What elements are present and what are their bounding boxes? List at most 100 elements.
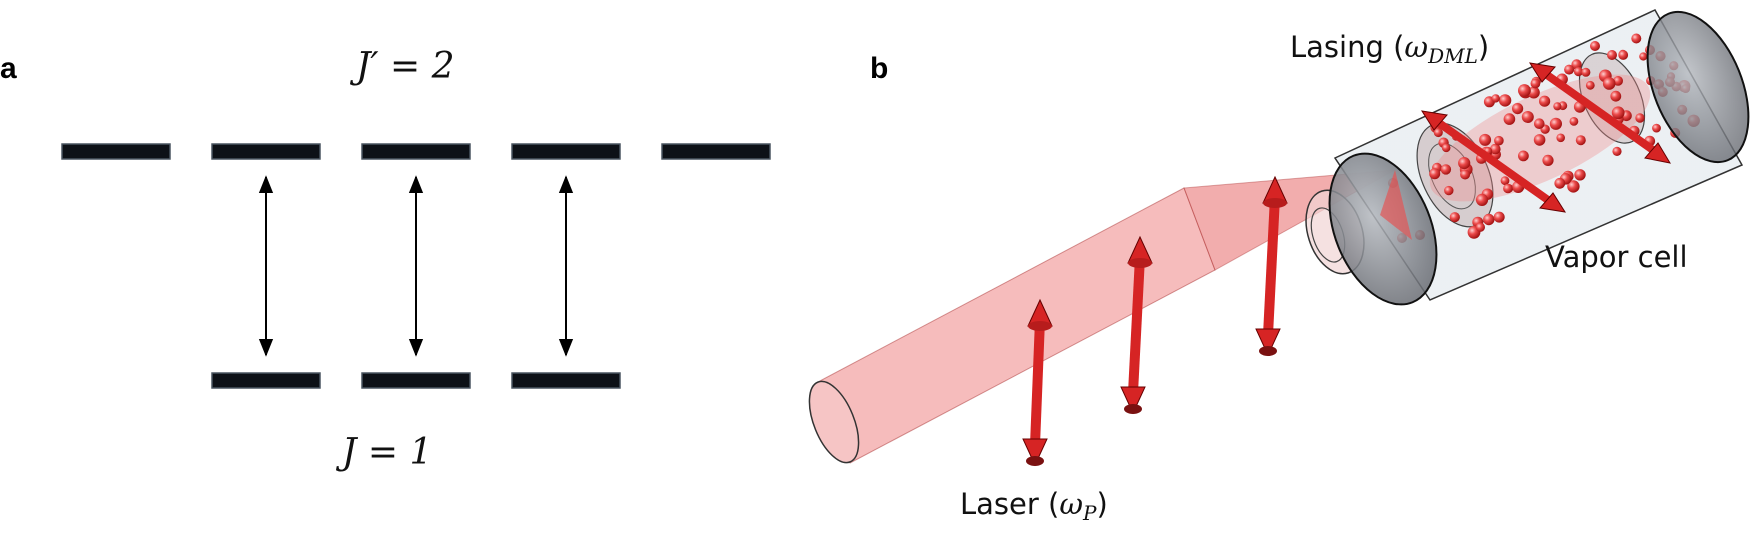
polarization-arrow-tail xyxy=(1120,386,1146,415)
atom-sphere-icon xyxy=(1574,169,1586,181)
polarization-arrow-head-base xyxy=(1128,258,1152,268)
atom-sphere-icon xyxy=(1553,102,1562,111)
atom-sphere-icon xyxy=(1573,67,1584,77)
atom-sphere-icon xyxy=(1475,222,1485,232)
pump-beam-end-cap xyxy=(808,380,860,464)
atom-sphere-icon xyxy=(1494,135,1504,146)
atom-sphere-icon xyxy=(1493,211,1505,223)
upper-level-label: J′ = 2 xyxy=(356,46,455,87)
polarization-arrow-icon xyxy=(1120,235,1153,415)
atom-sphere-icon xyxy=(1618,50,1629,60)
atom-sphere-icon xyxy=(1521,111,1534,123)
atom-sphere-icon xyxy=(1556,133,1565,143)
pump-cone-inside xyxy=(1380,170,1412,240)
atom-sphere-icon xyxy=(1611,106,1625,120)
polarization-arrow-tail-cap xyxy=(1124,404,1142,414)
polarization-arrow-tail xyxy=(1255,328,1281,357)
atom-sphere-icon xyxy=(1564,64,1575,75)
atom-sphere-icon xyxy=(1581,67,1591,77)
atom-sphere-icon xyxy=(1652,123,1661,133)
atom-sphere-icon xyxy=(1449,212,1460,223)
upper-level-group xyxy=(61,143,771,160)
atom-sphere-icon xyxy=(1503,183,1513,194)
atom-sphere-icon xyxy=(1575,135,1586,146)
lasing-arrow xyxy=(1428,114,1559,209)
lower-sublevel xyxy=(361,372,471,389)
atom-sphere-icon xyxy=(1585,80,1595,90)
pump-beam xyxy=(808,169,1396,464)
vapor-cell-illustration xyxy=(808,9,1750,467)
polarization-arrow-shaft xyxy=(1263,196,1280,336)
polarization-arrow-shaft xyxy=(1030,319,1045,446)
atom-sphere-icon xyxy=(1483,213,1495,226)
atom-sphere-icon xyxy=(1490,143,1501,155)
atom-sphere-icon xyxy=(1460,169,1471,180)
polarization-arrow-shaft xyxy=(1128,256,1145,394)
vapor-cell-back-window xyxy=(1646,10,1750,164)
atom-sphere-icon xyxy=(1533,134,1546,146)
lasing-arrow-tail xyxy=(1528,62,1556,83)
atom-sphere-icon xyxy=(1433,128,1443,138)
atom-sphere-icon xyxy=(1498,94,1512,107)
lasing-arrow-head xyxy=(1644,142,1672,164)
atom-sphere-icon xyxy=(1539,95,1551,107)
atom-sphere-icon xyxy=(1500,176,1510,186)
atom-sphere-icon xyxy=(1518,150,1529,162)
atom-sphere-icon xyxy=(1569,117,1579,126)
atom-sphere-icon xyxy=(1444,185,1454,196)
lasing-arrow-tail xyxy=(1420,110,1448,131)
vapor-cell-label: Vapor cell xyxy=(1545,240,1688,274)
atom-sphere-icon xyxy=(1518,84,1531,97)
atom-sphere-icon xyxy=(1549,117,1562,130)
lower-level-group xyxy=(211,372,621,389)
panel-label-a: a xyxy=(0,52,17,85)
atom-sphere-icon xyxy=(1512,103,1524,115)
lasing-label: Lasing (ωDML) xyxy=(1290,30,1490,68)
atom-sphere-icon xyxy=(1491,94,1500,103)
atom-sphere-icon xyxy=(1567,180,1580,193)
atom-sphere-icon xyxy=(1631,33,1642,44)
upper-sublevel xyxy=(661,143,771,160)
polarization-arrow-icon xyxy=(1255,175,1288,357)
lower-sublevel xyxy=(211,372,321,389)
atom-sphere-icon xyxy=(1590,41,1600,51)
pump-beam-body xyxy=(817,187,1216,464)
laser-label: Laser (ωP) xyxy=(960,487,1108,525)
atom-sphere-icon xyxy=(1612,146,1622,156)
atom-sphere-icon xyxy=(1458,157,1471,170)
polarization-arrow-head-base xyxy=(1263,198,1287,208)
atom-sphere-icon xyxy=(1479,133,1492,146)
atom-sphere-icon xyxy=(1542,154,1554,166)
atom-sphere-icon xyxy=(1635,113,1645,123)
lasing-arrow xyxy=(1536,66,1664,159)
atom-sphere-icon xyxy=(1607,50,1617,60)
atom-sphere-icon xyxy=(1610,90,1622,102)
panel-label-b: b xyxy=(870,52,889,85)
atom-sphere-icon xyxy=(1440,164,1452,175)
pump-polarization-arrows xyxy=(1022,175,1288,467)
atom-sphere-icon xyxy=(1534,118,1545,129)
lower-sublevel xyxy=(511,372,621,389)
atom-sphere-icon xyxy=(1503,113,1516,125)
atom-sphere-icon xyxy=(1475,193,1489,206)
lower-level-label: J = 1 xyxy=(342,432,433,473)
atom-sphere-icon xyxy=(1602,77,1616,90)
atom-sphere-icon xyxy=(1530,78,1541,89)
upper-sublevel xyxy=(211,143,321,160)
polarization-arrow-tail xyxy=(1022,438,1048,467)
polarization-arrow-tail-cap xyxy=(1259,346,1277,356)
polarization-arrow-head-base xyxy=(1028,321,1052,331)
transition-group xyxy=(258,175,574,357)
lasing-arrows xyxy=(1420,62,1672,213)
atom-sphere-icon xyxy=(1639,52,1648,61)
energy-level-diagram xyxy=(61,143,771,389)
atom-sphere-icon xyxy=(1429,168,1441,180)
atom-sphere-icon xyxy=(1613,76,1623,86)
vapor-cell-front-window xyxy=(1328,152,1438,306)
upper-sublevel xyxy=(61,143,171,160)
upper-sublevel xyxy=(361,143,471,160)
polarization-arrow-icon xyxy=(1022,298,1053,467)
atom-sphere-icon xyxy=(1441,143,1451,153)
atom-sphere-icon xyxy=(1554,177,1566,189)
